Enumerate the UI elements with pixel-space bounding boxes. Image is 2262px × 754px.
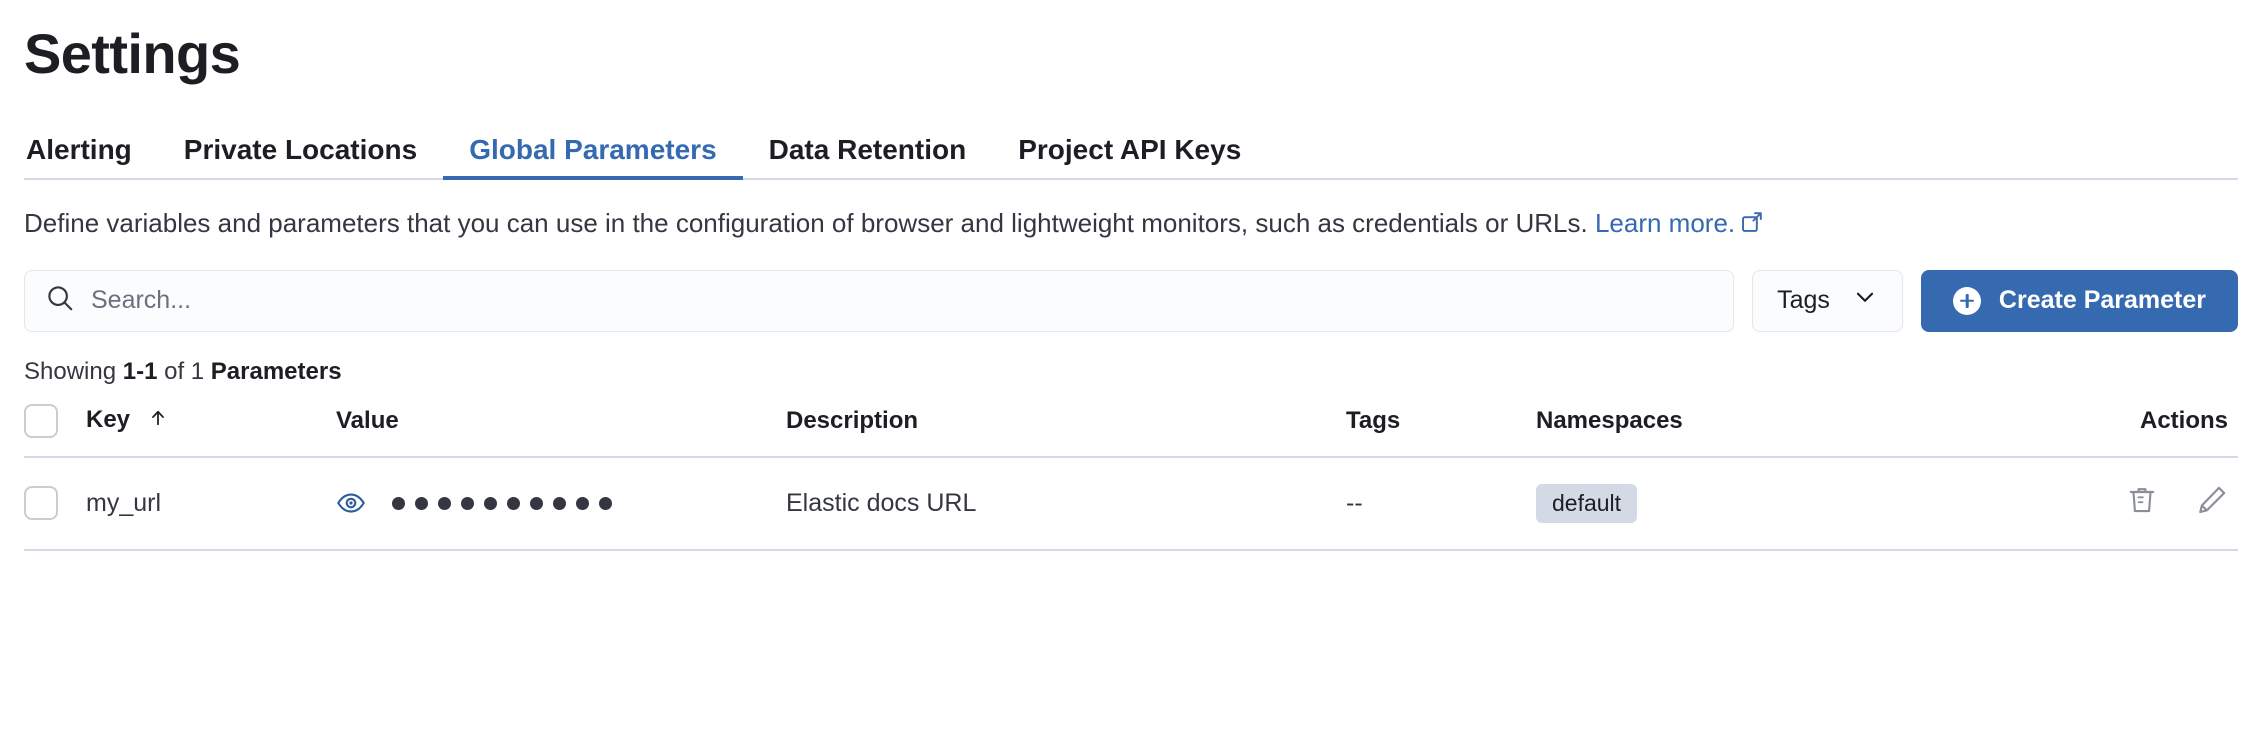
description-text: Define variables and parameters that you…	[24, 208, 1595, 239]
tab-alerting[interactable]: Alerting	[26, 136, 158, 178]
select-all-checkbox[interactable]	[24, 403, 58, 438]
search-input[interactable]	[91, 270, 1714, 331]
table-header-row: Key Value Description Tags Namespaces Ac…	[24, 403, 2238, 458]
tags-filter-button[interactable]: Tags	[1752, 269, 1903, 332]
column-header-tags: Tags	[1346, 403, 1536, 458]
namespace-badge: default	[1536, 483, 1638, 523]
parameters-table: Key Value Description Tags Namespaces Ac…	[24, 403, 2238, 552]
chevron-down-icon	[1852, 284, 1878, 317]
value-wrapper	[336, 488, 786, 518]
column-label: Key	[86, 405, 131, 433]
cell-value	[336, 456, 786, 552]
results-middle: of 1	[157, 357, 211, 385]
tab-label: Alerting	[26, 134, 132, 166]
external-link-icon	[1741, 207, 1763, 241]
tab-label: Data Retention	[768, 134, 967, 166]
cell-tags: --	[1346, 456, 1536, 552]
page-description: Define variables and parameters that you…	[24, 206, 2238, 241]
tab-project-api-keys[interactable]: Project API Keys	[992, 136, 1267, 178]
page-title: Settings	[24, 22, 241, 85]
create-parameter-button[interactable]: Create Parameter	[1920, 269, 2238, 332]
create-parameter-label: Create Parameter	[1998, 286, 2206, 315]
column-header-namespaces: Namespaces	[1536, 403, 2016, 458]
results-prefix: Showing	[24, 357, 123, 385]
column-header-value: Value	[336, 403, 786, 458]
row-checkbox[interactable]	[24, 486, 58, 521]
results-count: Showing 1-1 of 1 Parameters	[24, 358, 2238, 386]
results-noun: Parameters	[210, 357, 342, 385]
tab-bar: Alerting Private Locations Global Parame…	[24, 124, 2238, 181]
column-header-description: Description	[786, 403, 1346, 458]
cell-description: Elastic docs URL	[786, 456, 1346, 552]
tab-data-retention[interactable]: Data Retention	[743, 136, 993, 178]
tab-label: Private Locations	[183, 134, 418, 166]
row-select-cell	[24, 456, 86, 552]
column-header-actions: Actions	[2016, 403, 2238, 458]
arrow-up-icon	[147, 407, 169, 436]
learn-more-label: Learn more.	[1594, 208, 1736, 239]
results-range: 1-1	[122, 357, 158, 385]
table-body: my_url	[24, 456, 2238, 552]
tab-private-locations[interactable]: Private Locations	[158, 136, 443, 178]
toolbar: Tags Create Parameter	[24, 269, 2238, 332]
tab-global-parameters[interactable]: Global Parameters	[443, 134, 744, 181]
cell-key: my_url	[86, 456, 336, 552]
table-row: my_url	[24, 456, 2238, 552]
cell-namespaces: default	[1536, 456, 2016, 552]
delete-icon[interactable]	[2126, 484, 2158, 516]
select-all-header	[24, 403, 86, 458]
column-header-key[interactable]: Key	[86, 403, 336, 458]
eye-icon[interactable]	[336, 488, 366, 518]
learn-more-link[interactable]: Learn more.	[1595, 208, 1763, 238]
tab-label: Global Parameters	[469, 134, 717, 166]
search-box[interactable]	[24, 269, 1735, 332]
cell-actions	[2016, 456, 2238, 552]
table-head: Key Value Description Tags Namespaces Ac…	[24, 403, 2238, 458]
tags-filter-label: Tags	[1777, 286, 1830, 315]
search-icon	[45, 283, 75, 318]
plus-circle-icon	[1952, 286, 1981, 315]
tab-label: Project API Keys	[1018, 134, 1242, 166]
row-actions	[2126, 484, 2228, 516]
masked-value	[392, 496, 612, 510]
edit-pencil-icon[interactable]	[2196, 484, 2228, 516]
